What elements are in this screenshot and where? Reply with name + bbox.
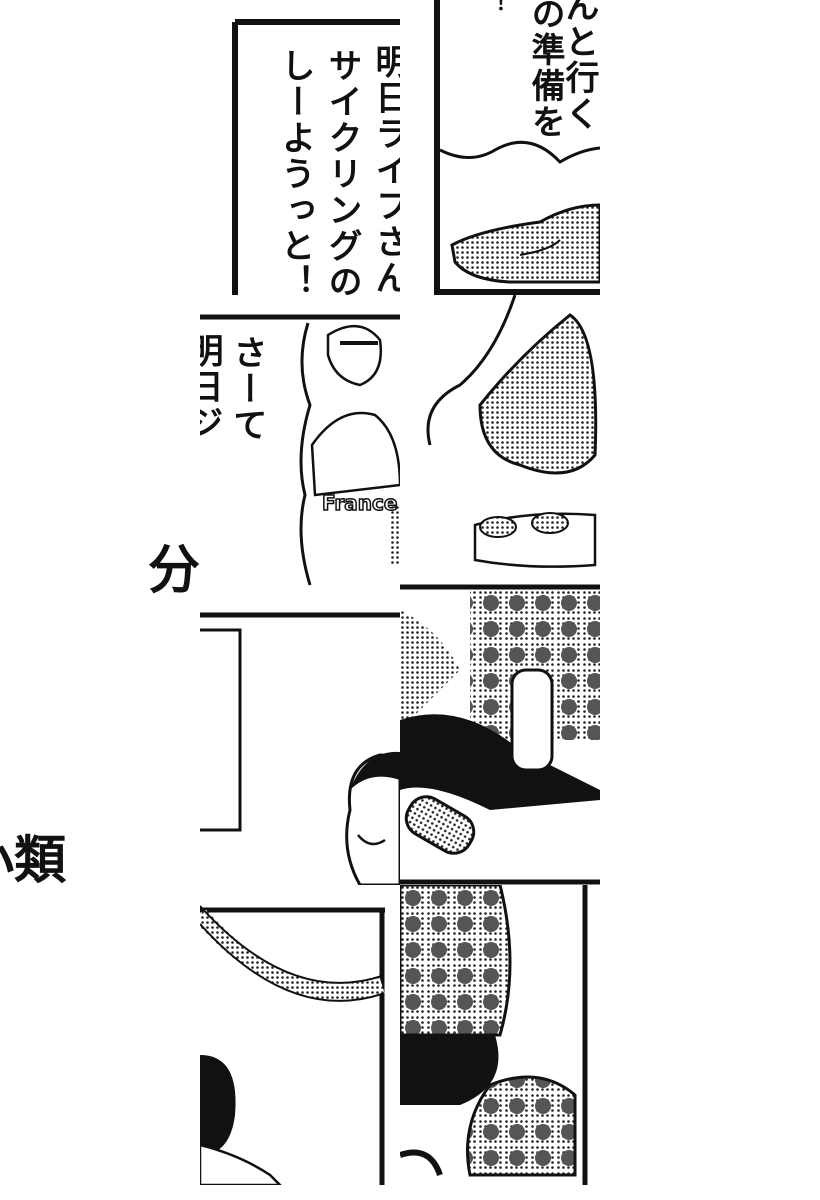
manga-tile-cake bbox=[400, 295, 600, 590]
shirt-text-france: France bbox=[321, 490, 398, 516]
manga-tile-speech-mid: さーて 明日ジ France bbox=[200, 295, 400, 590]
speech-top-line-3: ！ bbox=[481, 0, 506, 16]
manga-tile-bottle bbox=[400, 590, 600, 885]
speech-top-line-1: んと行く bbox=[559, 0, 599, 132]
panel-art-cake bbox=[400, 295, 600, 590]
manga-tile-speech-top: んと行く の準備を ！ bbox=[400, 0, 600, 295]
speech-mid-line-1: さーて bbox=[227, 335, 267, 443]
narration-line-1: 明日ライフさんと bbox=[369, 44, 400, 295]
narration-line-2: サイクリングの bbox=[322, 48, 362, 295]
narration-box-frame bbox=[232, 19, 400, 295]
panel-art-smiling-man bbox=[200, 612, 400, 885]
overlay-text-shourui: 小類 bbox=[0, 831, 67, 891]
speech-top-line-2: の準備を bbox=[525, 0, 565, 140]
panel-art-hand bbox=[434, 0, 600, 295]
manga-tile-shirt bbox=[400, 885, 600, 1185]
panel-art-shirt bbox=[400, 885, 588, 1185]
narration-line-3: しーようっと！ bbox=[275, 48, 315, 295]
manga-tile-smiling-man bbox=[200, 590, 400, 885]
panel-art-man-glasses bbox=[200, 314, 400, 586]
speech-mid-line-2: 明日ジ bbox=[200, 333, 223, 441]
manga-tile-narration: 明日ライフさんと サイクリングの しーようっと！ bbox=[200, 0, 400, 295]
panel-art-wheel bbox=[200, 905, 385, 1185]
overlay-text-bun: 分 bbox=[148, 541, 201, 601]
manga-tile-wheel bbox=[200, 885, 385, 1185]
panel-art-bottle bbox=[400, 590, 600, 885]
